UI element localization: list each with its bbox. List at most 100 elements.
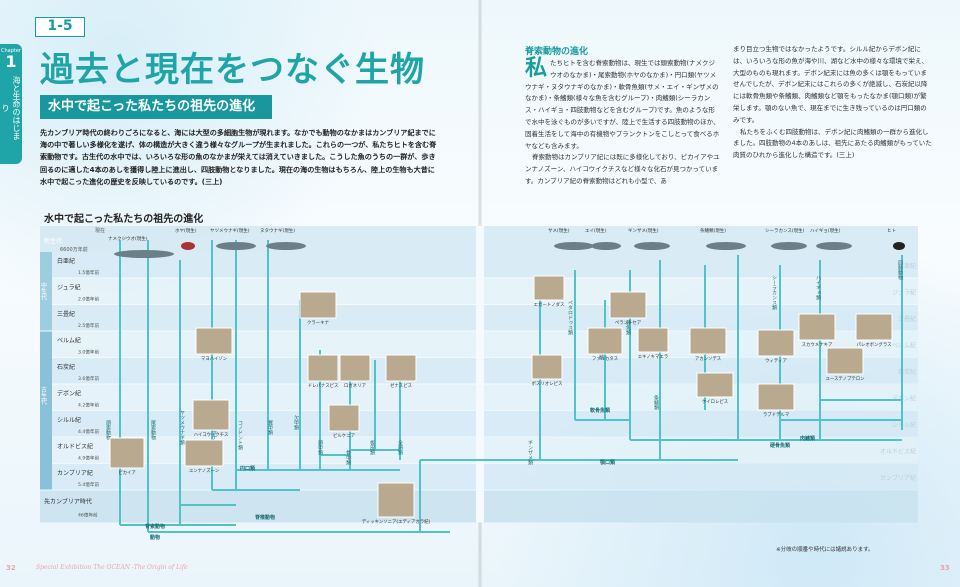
fossil-photo <box>637 327 669 353</box>
living-taxon-label: エイ(現生) <box>585 227 607 234</box>
lineage-label: 骨甲類 <box>345 450 351 466</box>
fossil-photo <box>587 327 623 355</box>
living-taxon-label: サメ(現生) <box>548 227 570 234</box>
chapter-number: 1 <box>5 52 17 71</box>
fossil-photo <box>192 399 230 431</box>
lineage-label: 棘魚類 <box>625 320 631 336</box>
lineage-label: 四肢動物 <box>897 260 903 281</box>
fossil-photo <box>696 372 734 398</box>
period-name: ペルム紀 <box>57 337 81 345</box>
period-name-right: 石炭紀 <box>898 368 916 376</box>
lineage-label: ヌタウナギ類 <box>211 420 217 451</box>
lineage-label: シーラカンス類 <box>771 275 777 311</box>
period-age: 4.4億年前 <box>78 428 99 435</box>
clade-label: 円口類 <box>240 465 256 472</box>
living-taxon-label: ヤツメウナギ(現生) <box>210 227 250 234</box>
fossil-photo <box>609 291 647 319</box>
period-name-right: 白亜紀 <box>898 262 916 270</box>
fossil-photo <box>184 439 224 467</box>
fossil-label: ボスリオレピス <box>532 380 563 387</box>
intro-paragraph: 先カンブリア時代の終わりごろになると、海には大型の多細胞生物が現れます。なかでも… <box>40 128 437 186</box>
fossil-label: スカウメナキア <box>802 341 833 348</box>
present-label: 現在 <box>95 227 105 234</box>
period-name-right: カンブリア紀 <box>880 474 916 482</box>
living-taxon-label: ハイギョ(現生) <box>810 227 841 234</box>
fossil-photo <box>377 482 415 518</box>
living-taxon-icon <box>816 242 852 250</box>
lineage-label: コノドント類 <box>237 420 243 451</box>
living-taxon-label: ナメクジウオ(現生) <box>108 235 148 242</box>
living-taxon-icon <box>771 242 807 250</box>
fossil-photo <box>757 383 795 411</box>
fossil-photo <box>339 354 371 382</box>
page-number-left: 32 <box>6 564 16 572</box>
fossil-label: クラーキナ <box>307 320 330 326</box>
chapter-title: 海と生命のはじまり <box>1 76 21 140</box>
page-number-right: 33 <box>940 564 950 572</box>
fossil-label: ビルケニア <box>333 432 356 439</box>
fossil-label: アカンソデス <box>695 355 721 362</box>
page-subtitle: 水中で起こった私たちの祖先の進化 <box>40 95 272 119</box>
column-1-text-1: たちヒトを含む脊索動物は、現生では頭索動物(ナメクジウオのなかま)・尾索動物(ホ… <box>525 59 720 150</box>
period-age: 1.5億年前 <box>78 269 99 276</box>
fossil-photo <box>533 275 565 301</box>
fossil-label: ケイロレピス <box>702 398 728 405</box>
living-taxon-icon <box>591 242 621 250</box>
footer-text: Special Exhibition The OCEAN -The Origin… <box>36 564 188 571</box>
period-name: カンブリア紀 <box>57 469 93 477</box>
fossil-label: ゼナスピス <box>390 382 412 389</box>
clade-label: 動物 <box>150 534 160 541</box>
era-mesozoic-bar <box>40 252 52 331</box>
fossil-label: ディッキンソニア(エディアカラ紀) <box>362 518 431 525</box>
fossil-label: ユンナノズーン <box>189 467 220 474</box>
column-heading: 脊索動物の進化 <box>525 47 589 57</box>
clade-label: 顎口類 <box>600 459 616 466</box>
period-age: 5.4億年前 <box>78 481 99 488</box>
fossil-photo <box>826 347 864 375</box>
period-name: 石炭紀 <box>57 363 75 371</box>
fossil-photo <box>855 313 893 341</box>
chapter-label: Chapter <box>1 48 21 54</box>
lineage-label: 頭甲類 <box>317 440 323 456</box>
fossil-label: ファルカタス <box>592 355 618 362</box>
living-taxon-icon <box>216 242 256 250</box>
section-number: 1-5 <box>35 17 85 37</box>
fossil-photo <box>531 354 563 380</box>
period-name-right: オルドビス紀 <box>880 448 916 456</box>
fossil-label: マヨハイゾン <box>201 356 228 362</box>
chapter-tab[interactable]: Chapter 1 海と生命のはじまり <box>0 44 22 164</box>
living-taxon-icon <box>706 242 746 250</box>
lineage-label: 頭索動物 <box>105 420 111 441</box>
fossil-photo <box>328 404 360 432</box>
fossil-label: ドレパナスピス <box>308 383 339 389</box>
era-paleozoic: 古生代 <box>40 386 47 406</box>
living-taxon-icon <box>266 242 306 250</box>
precambrian-name: 先カンブリア時代 <box>44 498 92 506</box>
fossil-label: ユーステノプテロン <box>825 376 865 382</box>
fossil-photo <box>689 327 727 355</box>
period-age: 2.5億年前 <box>78 322 99 329</box>
lineage-label: 尾索動物 <box>150 420 156 441</box>
fossil-label: パレオボングラス <box>856 341 891 348</box>
period-name-right: 三畳紀 <box>898 315 916 323</box>
page-title: 過去と現在をつなぐ生物 <box>40 50 425 90</box>
chart-title: 水中で起こった私たちの祖先の進化 <box>44 214 204 225</box>
lineage-label: 板皮類 <box>369 439 375 456</box>
living-taxon-icon <box>634 242 670 250</box>
column-2-text-1: まり目立つ生物ではなかったようです。シルル紀からデボン紀には、いろいろな形の魚が… <box>733 45 928 124</box>
fossil-photo <box>757 329 795 357</box>
lineage-label: 欠甲類 <box>293 414 299 431</box>
living-taxon-icon <box>181 242 195 250</box>
chart-note: ※分岐の順番や時代には諸説あります。 <box>776 547 874 553</box>
column-1: 私たちヒトを含む脊索動物は、現生では頭索動物(ナメクジウオのなかま)・尾索動物(… <box>525 58 720 188</box>
period-name: オルドビス紀 <box>57 443 93 451</box>
period-age: 4.9億年前 <box>78 455 99 462</box>
chart-gutter <box>476 226 484 523</box>
period-age: 3.6億年前 <box>78 375 99 382</box>
living-taxon-icon <box>893 242 905 250</box>
era-paleozoic-bar <box>40 331 52 490</box>
fossil-label: ペラントセア <box>615 320 642 326</box>
period-age: 4.2億年前 <box>78 402 99 409</box>
fossil-photo <box>385 354 417 382</box>
